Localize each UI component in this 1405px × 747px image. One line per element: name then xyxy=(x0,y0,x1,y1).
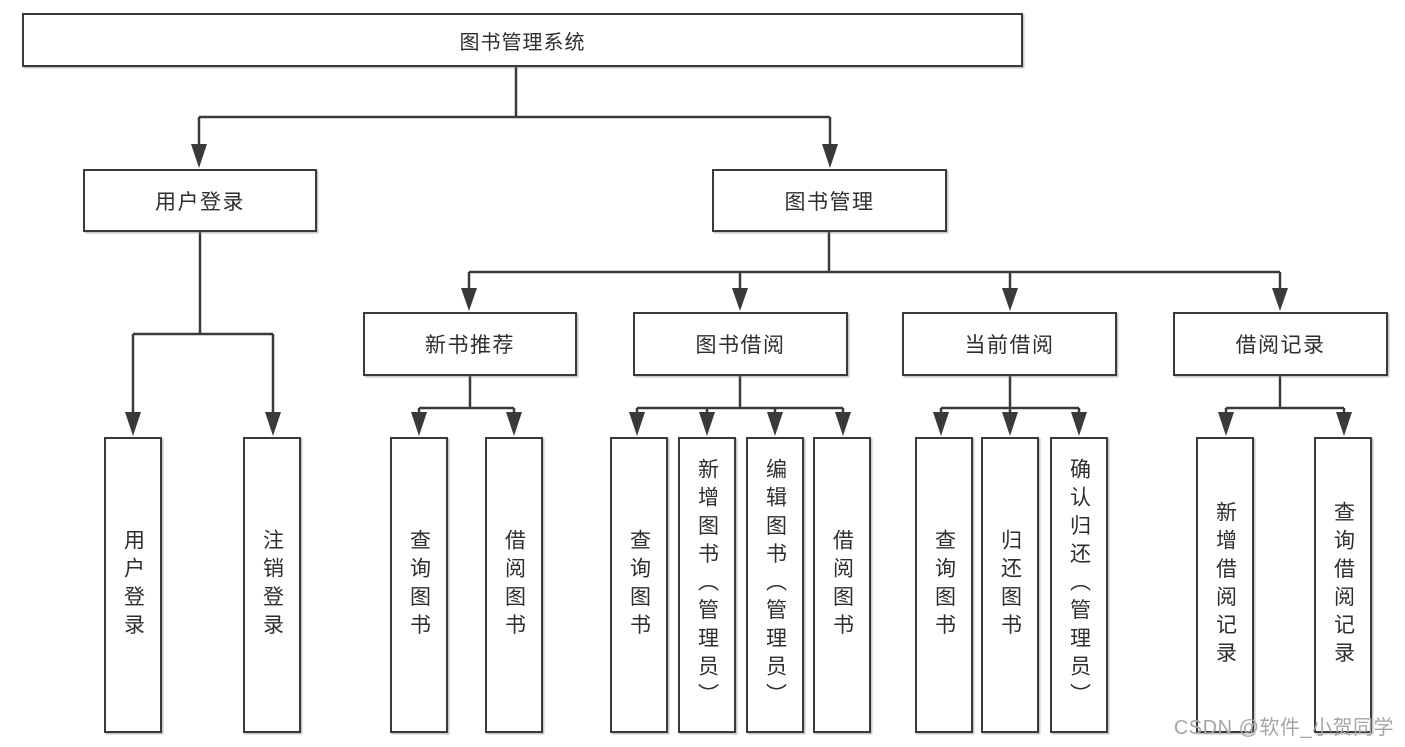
leaf-current-confirm-return: 确认归还（管理员） xyxy=(1050,437,1108,733)
leaf-current-query-book: 查询图书 xyxy=(915,437,973,733)
node-new-book-rec: 新书推荐 xyxy=(363,312,577,376)
leaf-borrow-borrow-book-label: 借阅图书 xyxy=(830,528,854,642)
leaf-newrec-query-book-label: 查询图书 xyxy=(407,528,431,642)
node-borrow-records-label: 借阅记录 xyxy=(1235,334,1326,357)
node-new-book-rec-label: 新书推荐 xyxy=(425,334,515,357)
leaf-logout: 注销登录 xyxy=(243,437,301,733)
node-borrow-records: 借阅记录 xyxy=(1173,312,1388,376)
node-book-mgmt-label: 图书管理 xyxy=(784,190,875,214)
leaf-borrow-query-book-label: 查询图书 xyxy=(627,528,651,642)
leaf-current-return-book-label: 归还图书 xyxy=(998,528,1022,642)
leaf-records-add-record: 新增借阅记录 xyxy=(1196,437,1254,733)
leaf-borrow-edit-book: 编辑图书（管理员） xyxy=(746,437,804,733)
node-book-mgmt: 图书管理 xyxy=(712,169,947,232)
node-current-borrow: 当前借阅 xyxy=(902,312,1117,376)
node-root-label: 图书管理系统 xyxy=(459,31,586,54)
leaf-borrow-edit-book-label: 编辑图书（管理员） xyxy=(763,458,787,712)
leaf-newrec-query-book: 查询图书 xyxy=(390,437,448,733)
leaf-current-return-book: 归还图书 xyxy=(981,437,1039,733)
arrowheads xyxy=(125,144,1352,436)
node-book-borrow: 图书借阅 xyxy=(633,312,848,376)
leaf-borrow-query-book: 查询图书 xyxy=(610,437,668,733)
leaf-current-query-book-label: 查询图书 xyxy=(932,528,956,642)
node-user-login-label: 用户登录 xyxy=(155,190,245,214)
leaf-newrec-borrow-book: 借阅图书 xyxy=(485,437,543,733)
leaf-borrow-borrow-book: 借阅图书 xyxy=(813,437,871,733)
leaf-logout-label: 注销登录 xyxy=(260,528,284,642)
node-root: 图书管理系统 xyxy=(22,13,1023,67)
leaf-newrec-borrow-book-label: 借阅图书 xyxy=(502,528,526,642)
leaf-records-query-record: 查询借阅记录 xyxy=(1314,437,1372,733)
leaf-records-query-record-label: 查询借阅记录 xyxy=(1331,500,1355,670)
leaf-user-login-label: 用户登录 xyxy=(121,528,145,642)
leaf-current-confirm-return-label: 确认归还（管理员） xyxy=(1067,458,1091,712)
leaf-records-add-record-label: 新增借阅记录 xyxy=(1213,500,1237,670)
node-user-login: 用户登录 xyxy=(83,169,317,232)
csdn-watermark: CSDN @软件_小贺同学 xyxy=(1173,717,1394,739)
leaf-user-login: 用户登录 xyxy=(104,437,162,733)
leaf-borrow-add-book-label: 新增图书（管理员） xyxy=(695,458,719,712)
node-book-borrow-label: 图书借阅 xyxy=(695,334,786,357)
node-current-borrow-label: 当前借阅 xyxy=(964,334,1055,357)
leaf-borrow-add-book: 新增图书（管理员） xyxy=(678,437,736,733)
